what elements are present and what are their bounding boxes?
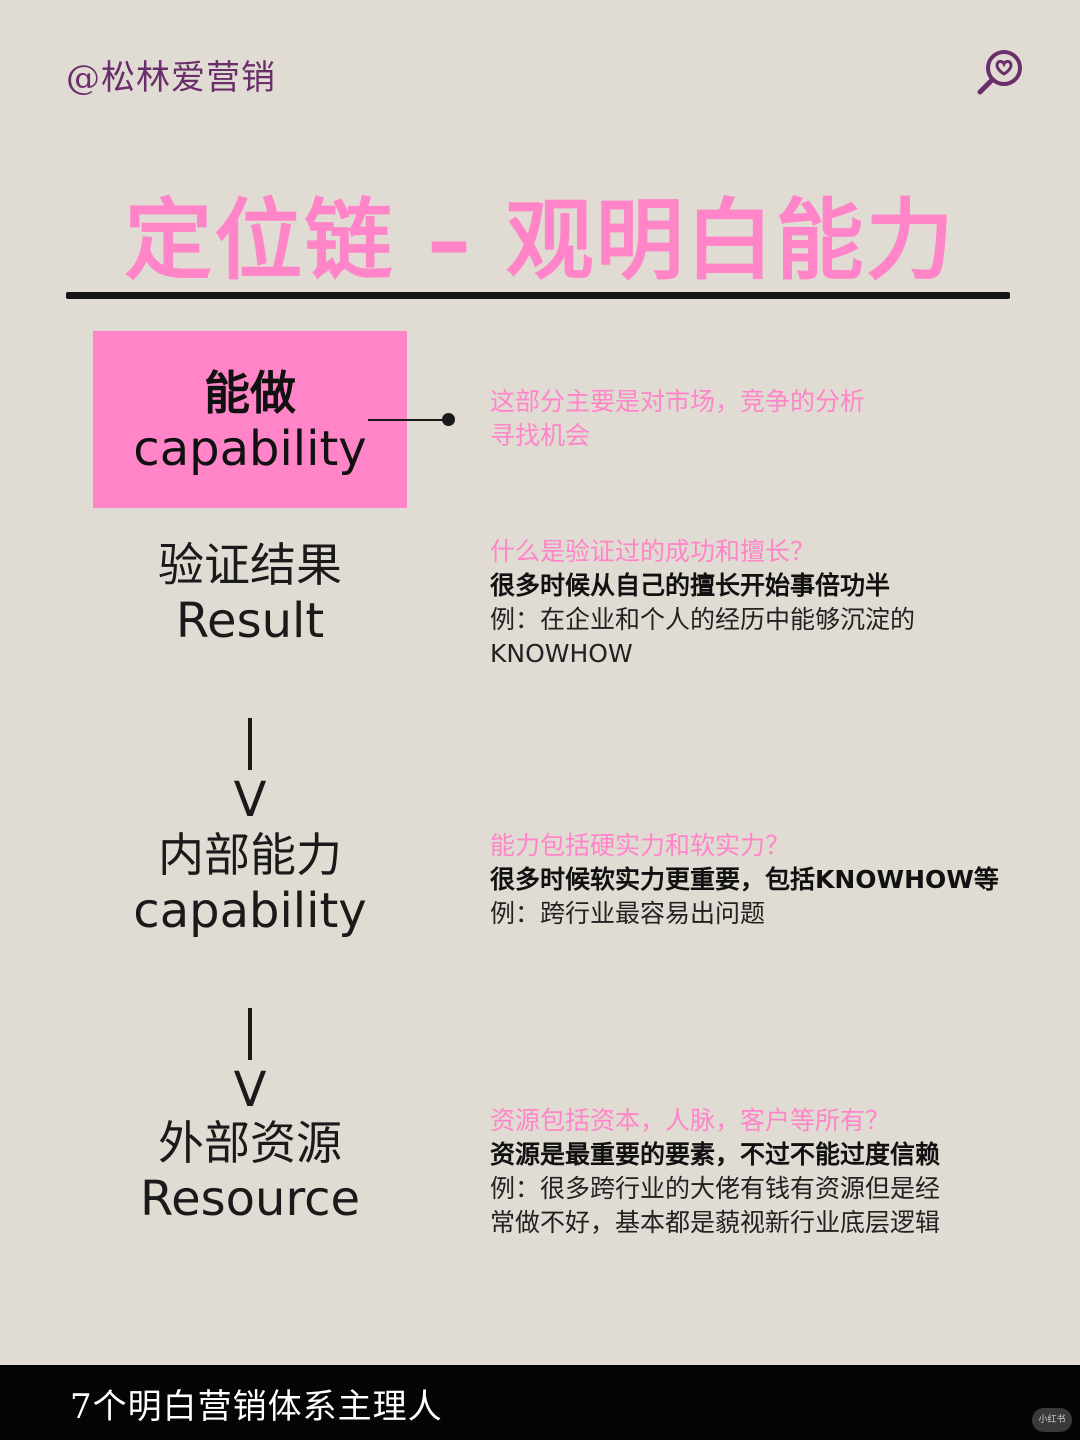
highlight-box	[93, 331, 407, 508]
chain-node-capability: 能做 capability	[100, 366, 400, 479]
chain-node-resource: 外部资源 Resource	[100, 1116, 400, 1229]
description-text: 这部分主要是对市场，竞争的分析	[490, 387, 866, 416]
connector-line	[368, 419, 446, 421]
description-capability: 能力包括硬实力和软实力？ 很多时候软实力更重要，包括KNOWHOW等 例：跨行业…	[490, 829, 1070, 931]
description-market: 这部分主要是对市场，竞争的分析 寻找机会	[490, 385, 1070, 453]
description-example: 例：在企业和个人的经历中能够沉淀的	[490, 605, 916, 634]
node-label-zh: 能做	[204, 366, 296, 420]
down-arrow: V	[200, 718, 300, 826]
description-question: 能力包括硬实力和软实力？	[490, 831, 791, 860]
connector-dot	[442, 413, 455, 426]
description-bold: 资源是最重要的要素，不过不能过度信赖	[490, 1140, 941, 1169]
footer-text: 7个明白营销体系主理人	[70, 1387, 443, 1427]
node-label-en: Result	[175, 593, 325, 650]
description-example-2: KNOWHOW	[490, 639, 633, 668]
node-label-zh: 内部能力	[158, 828, 342, 882]
magnifier-heart-icon	[977, 50, 1022, 95]
watermark-badge: 小红书	[1032, 1408, 1072, 1432]
arrow-head: V	[233, 1062, 267, 1118]
description-example: 例：很多跨行业的大佬有钱有资源但是经	[490, 1174, 941, 1203]
arrow-head: V	[233, 772, 267, 828]
description-example-2: 常做不好，基本都是藐视新行业底层逻辑	[490, 1208, 941, 1237]
title-divider	[66, 292, 1010, 299]
node-label-en: Resource	[139, 1171, 361, 1228]
description-question: 什么是验证过的成功和擅长？	[490, 537, 816, 566]
description-example: 例：跨行业最容易出问题	[490, 899, 766, 928]
description-question: 资源包括资本，人脉，客户等所有？	[490, 1106, 891, 1135]
node-label-zh: 外部资源	[158, 1116, 342, 1170]
arrow-bar	[248, 718, 252, 770]
description-text-2: 寻找机会	[490, 421, 591, 450]
description-bold: 很多时候软实力更重要，包括KNOWHOW等	[490, 865, 999, 894]
down-arrow: V	[200, 1008, 300, 1116]
description-result: 什么是验证过的成功和擅长？ 很多时候从自己的擅长开始事倍功半 例：在企业和个人的…	[490, 535, 1070, 671]
arrow-bar	[248, 1008, 252, 1060]
node-label-zh: 验证结果	[158, 538, 342, 592]
footer-bar: 7个明白营销体系主理人	[0, 1365, 1080, 1440]
node-label-en: capability	[133, 421, 367, 478]
node-label-en: capability	[133, 883, 367, 940]
chain-node-internal-capability: 内部能力 capability	[100, 828, 400, 941]
handle: @松林爱营销	[66, 58, 276, 98]
description-bold: 很多时候从自己的擅长开始事倍功半	[490, 571, 891, 600]
description-resource: 资源包括资本，人脉，客户等所有？ 资源是最重要的要素，不过不能过度信赖 例：很多…	[490, 1104, 1070, 1240]
page-title: 定位链 – 观明白能力	[124, 189, 956, 292]
chain-node-result: 验证结果 Result	[100, 538, 400, 651]
